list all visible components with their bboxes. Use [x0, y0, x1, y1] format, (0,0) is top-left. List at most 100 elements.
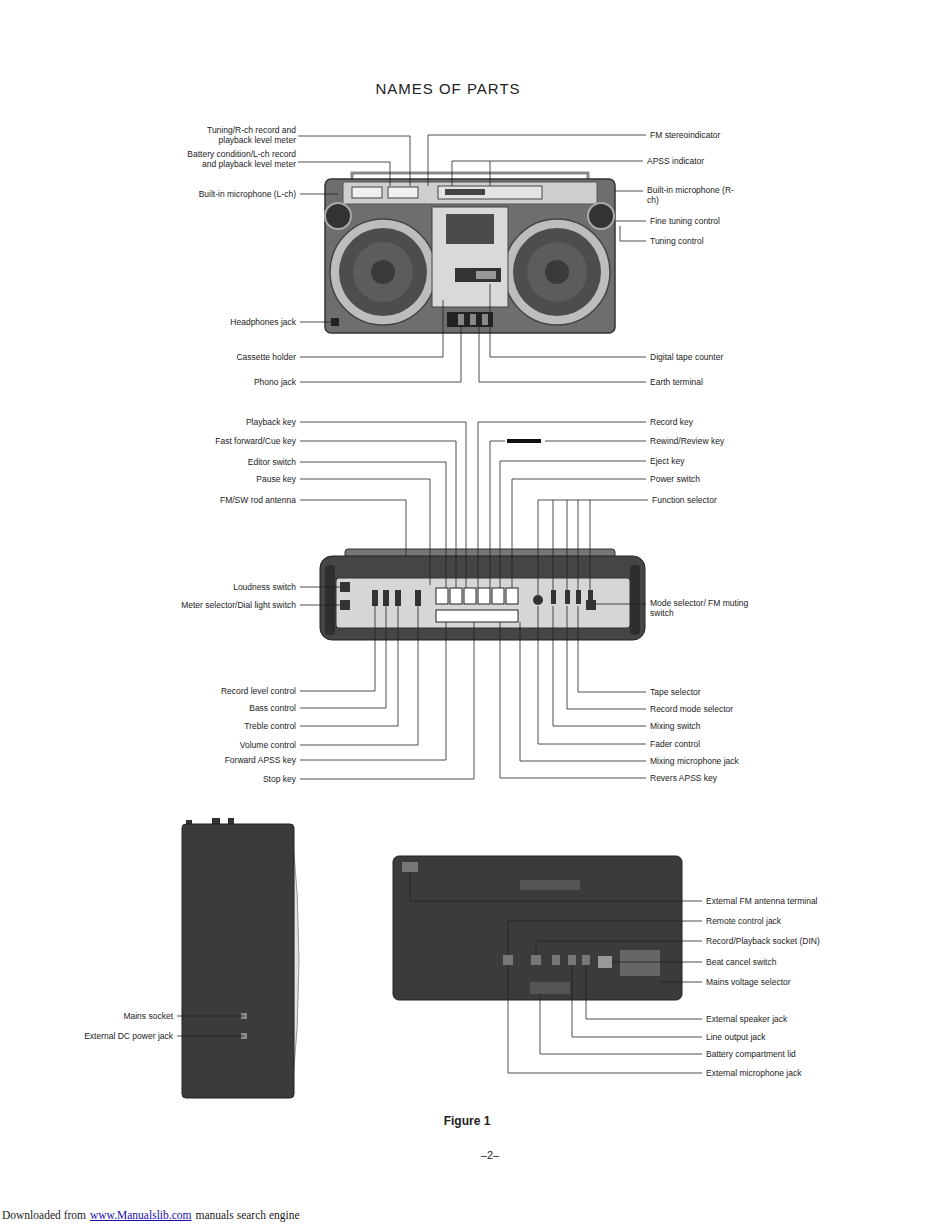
side-view — [182, 818, 299, 1098]
part-label: Tuning control — [650, 236, 704, 246]
black-bar — [507, 439, 541, 443]
leader-line — [586, 965, 702, 1019]
leader-line — [567, 606, 646, 709]
part-label: Beat cancel switch — [706, 957, 776, 967]
page-title: NAMES OF PARTS — [375, 80, 520, 97]
part-label: Pause key — [256, 474, 296, 484]
part-label: Record level control — [221, 686, 296, 696]
figure-caption: Figure 1 — [444, 1114, 491, 1128]
part-label: Downloaded from — [2, 1209, 86, 1223]
leader-line — [410, 872, 702, 901]
leader-line — [620, 226, 646, 241]
leader-line — [300, 300, 443, 357]
part-label: Tuning/R-ch record and playback level me… — [184, 125, 296, 145]
leader-line — [536, 941, 702, 955]
leader-line — [596, 604, 646, 605]
leader-line — [300, 194, 338, 195]
leader-line — [660, 982, 702, 983]
part-label: –2– — [481, 1149, 499, 1162]
leader-line — [300, 500, 406, 556]
part-label: Line output jack — [706, 1032, 766, 1042]
part-label: Function selector — [652, 495, 717, 505]
leader-line — [490, 441, 505, 588]
part-label: Rewind/Review key — [650, 436, 724, 446]
part-label: Mode selector/ FM muting switch — [650, 598, 760, 618]
part-label: Mains socket — [123, 1011, 173, 1021]
leader-line — [512, 479, 646, 588]
part-label: Mains voltage selector — [706, 977, 791, 987]
part-label: Fast forward/Cue key — [215, 436, 296, 446]
leader-line — [578, 606, 646, 692]
leader-line — [520, 622, 646, 761]
part-label: FM/SW rod antenna — [220, 495, 296, 505]
leader-line — [500, 622, 646, 778]
part-label: External speaker jack — [706, 1014, 787, 1024]
part-label: Fine tuning control — [650, 216, 720, 226]
part-label: Tape selector — [650, 687, 701, 697]
front-view — [325, 173, 615, 333]
leader-line — [567, 500, 568, 590]
leader-line — [428, 135, 646, 186]
leader-line — [479, 326, 646, 382]
link-text: www.Manualslib.com — [90, 1209, 191, 1223]
leader-line — [300, 422, 466, 588]
leader-line — [553, 606, 646, 726]
part-label: Cassette holder — [236, 352, 296, 362]
part-label: Power switch — [650, 474, 700, 484]
leader-lines — [177, 135, 702, 1073]
part-label: Built-in microphone (R-ch) — [647, 185, 737, 205]
leader-line — [538, 606, 646, 744]
leader-line — [614, 191, 643, 192]
part-label: Phono jack — [254, 377, 296, 387]
leader-line — [538, 500, 648, 595]
leader-line — [590, 500, 591, 590]
part-label: Bass control — [249, 703, 296, 713]
part-label: Volume control — [240, 740, 296, 750]
leader-line — [572, 965, 702, 1037]
part-label: External DC power jack — [84, 1031, 173, 1041]
leader-line — [300, 441, 456, 588]
leader-line — [300, 587, 340, 588]
part-label: Record/Playback socket (DIN) — [706, 936, 820, 946]
leader-line — [300, 605, 340, 606]
part-label: Revers APSS key — [650, 773, 717, 783]
part-label: Editor switch — [248, 457, 296, 467]
top-view — [320, 549, 645, 640]
part-label: Eject key — [650, 456, 685, 466]
leader-line — [490, 161, 491, 186]
leader-line — [612, 962, 702, 963]
part-label: Record mode selector — [650, 704, 733, 714]
leader-line — [540, 994, 702, 1054]
leader-line — [300, 606, 375, 691]
leader-line — [508, 921, 702, 955]
part-label: Treble control — [244, 721, 296, 731]
part-label: Playback key — [246, 417, 296, 427]
leader-line — [490, 284, 646, 357]
part-label: Digital tape counter — [650, 352, 723, 362]
part-label: External microphone jack — [706, 1068, 801, 1078]
part-label: Stop key — [263, 774, 296, 784]
leader-line — [298, 136, 410, 186]
part-label: FM stereoindicator — [650, 130, 720, 140]
leader-line — [300, 622, 446, 760]
leader-line — [300, 326, 461, 382]
leader-line — [300, 479, 430, 585]
part-label: Battery condition/L-ch record and playba… — [184, 149, 296, 169]
part-label: Built-in microphone (L-ch) — [199, 189, 296, 199]
part-label: manuals search engine — [195, 1209, 299, 1223]
part-label: Loudness switch — [233, 582, 296, 592]
leader-line — [452, 161, 643, 186]
leader-line — [300, 606, 386, 708]
part-label: APSS indicator — [647, 156, 704, 166]
leader-line — [616, 221, 646, 222]
part-label: Earth terminal — [650, 377, 703, 387]
part-label: Headphones jack — [230, 317, 296, 327]
part-label: External FM antenna terminal — [706, 896, 818, 906]
leader-line — [298, 162, 390, 186]
part-label: Record key — [650, 417, 693, 427]
leader-line — [300, 606, 398, 726]
rear-view — [393, 856, 682, 1000]
part-label: Remote control jack — [706, 916, 781, 926]
